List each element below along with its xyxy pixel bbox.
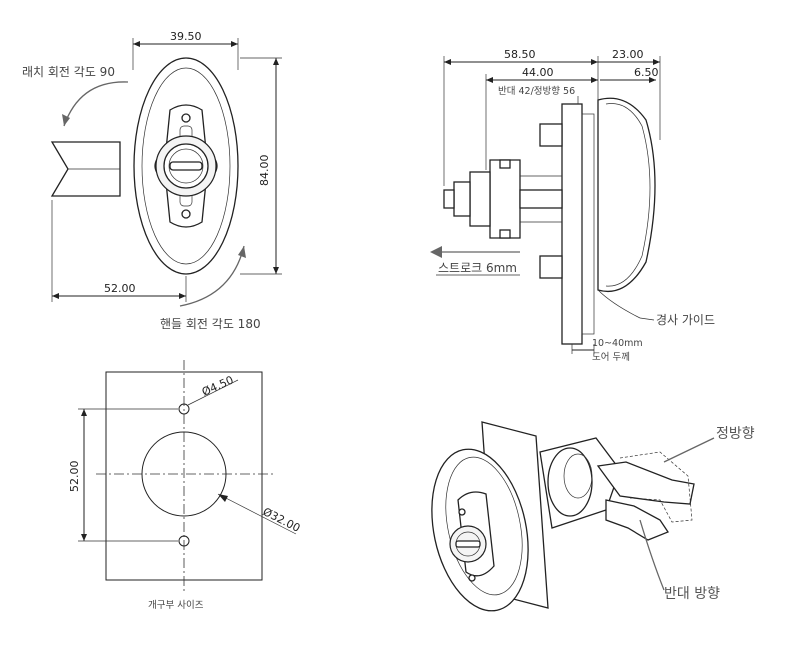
door-thickness-label: 도어 두께 [592, 352, 630, 363]
dim-side-total: 58.50 [504, 48, 536, 61]
upper-hole [178, 403, 190, 415]
dim-cutout-spacing: 52.00 [68, 461, 81, 493]
reverse-direction-label: 반대 방향 [664, 586, 720, 602]
latch-rotation-arrow [63, 81, 129, 127]
forward-direction-label: 정방향 [716, 426, 755, 442]
lower-hole [178, 535, 190, 547]
top-screw-icon [181, 113, 191, 123]
side-body-core [519, 189, 563, 209]
key-slot-icon [169, 161, 203, 171]
cutout-circle [141, 431, 227, 517]
iso-latch-reverse [605, 499, 669, 541]
stroke-label: 스트로크 6mm [438, 261, 517, 275]
slope-guide-label: 경사 가이드 [656, 313, 715, 327]
side-handle-dome [597, 97, 656, 293]
isometric-view: 정방향 반대 방향 [431, 421, 755, 612]
iso-latch-forward [596, 461, 695, 505]
side-view: 경사 가이드 58.50 44.00 23.00 6.50 반대 42/정방향 … [430, 48, 715, 363]
handle-rotation-label: 핸들 회전 각도 180 [160, 316, 261, 331]
reverse-forward-label: 반대 42/정방향 56 [498, 85, 575, 97]
front-view: 39.50 84.00 52.00 래치 회전 각도 90 핸들 회전 각도 1… [22, 30, 282, 331]
upper-stud [539, 123, 563, 147]
dim-side-head: 23.00 [612, 48, 644, 61]
spindle-nut [469, 171, 491, 227]
dim-front-offset: 52.00 [104, 282, 136, 295]
spindle-end [453, 181, 471, 217]
side-flange-plate [561, 103, 583, 345]
door-range-label: 10~40mm [592, 338, 643, 349]
dim-side-body: 44.00 [522, 66, 554, 79]
cutout-size-label: 개구부 사이즈 [148, 600, 204, 611]
dim-side-flange: 6.50 [634, 66, 659, 79]
cutout-view: 52.00 Ø4.50 Ø32.00 개구부 사이즈 [68, 360, 302, 611]
side-body-housing [489, 159, 521, 239]
latch-rotation-label: 래치 회전 각도 90 [22, 65, 115, 79]
dim-front-height: 84.00 [258, 155, 271, 187]
dim-front-width: 39.50 [170, 30, 202, 43]
bottom-screw-icon [181, 209, 191, 219]
dim-cutout-dia: Ø32.00 [261, 505, 303, 535]
lower-stud [539, 255, 563, 279]
dim-hole-dia: Ø4.50 [200, 373, 236, 398]
